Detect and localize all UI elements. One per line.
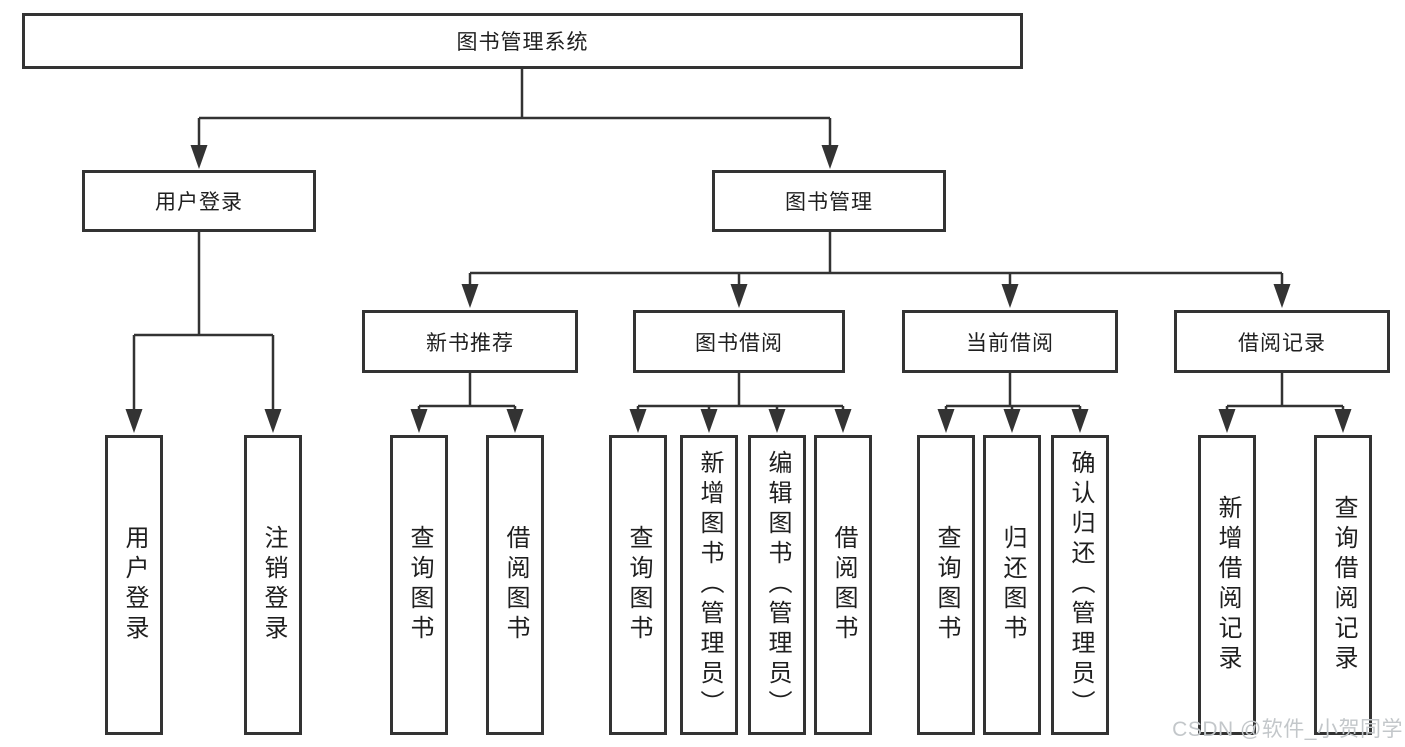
node-book-borrow: 图书借阅 <box>633 310 845 373</box>
leaf-borrow-query-books: 查询图书 <box>609 435 667 735</box>
connector-current-borrow-to-leaves <box>937 373 1089 433</box>
leaf-user-login: 用户登录 <box>105 435 163 735</box>
connector-borrow-records-to-leaves <box>1218 373 1352 433</box>
leaf-current-confirm-return-admin: 确认归还（管理员） <box>1051 435 1109 735</box>
node-book-management: 图书管理 <box>712 170 946 232</box>
leaf-current-return-books: 归还图书 <box>983 435 1041 735</box>
watermark: CSDN @软件_小贺同学 <box>1172 718 1403 741</box>
leaf-records-query-record: 查询借阅记录 <box>1314 435 1372 735</box>
leaf-recommend-borrow-books: 借阅图书 <box>486 435 544 735</box>
node-borrow-records: 借阅记录 <box>1174 310 1390 373</box>
node-current-borrow: 当前借阅 <box>902 310 1118 373</box>
connector-root-to-level2 <box>190 68 839 169</box>
node-new-book-recommend: 新书推荐 <box>362 310 578 373</box>
node-user-login: 用户登录 <box>82 170 316 232</box>
connector-book-management-to-modules <box>461 232 1291 308</box>
leaf-records-add-record: 新增借阅记录 <box>1198 435 1256 735</box>
leaf-recommend-query-books: 查询图书 <box>390 435 448 735</box>
node-library-system: 图书管理系统 <box>22 13 1023 69</box>
connector-book-borrow-to-leaves <box>629 373 852 433</box>
leaf-logout: 注销登录 <box>244 435 302 735</box>
leaf-borrow-edit-books-admin: 编辑图书（管理员） <box>748 435 806 735</box>
connector-user-login-to-leaves <box>125 232 282 433</box>
leaf-current-query-books: 查询图书 <box>917 435 975 735</box>
leaf-borrow-add-books-admin: 新增图书（管理员） <box>680 435 738 735</box>
connector-new-book-recommend-to-leaves <box>410 373 524 433</box>
leaf-borrow-borrow-books: 借阅图书 <box>814 435 872 735</box>
